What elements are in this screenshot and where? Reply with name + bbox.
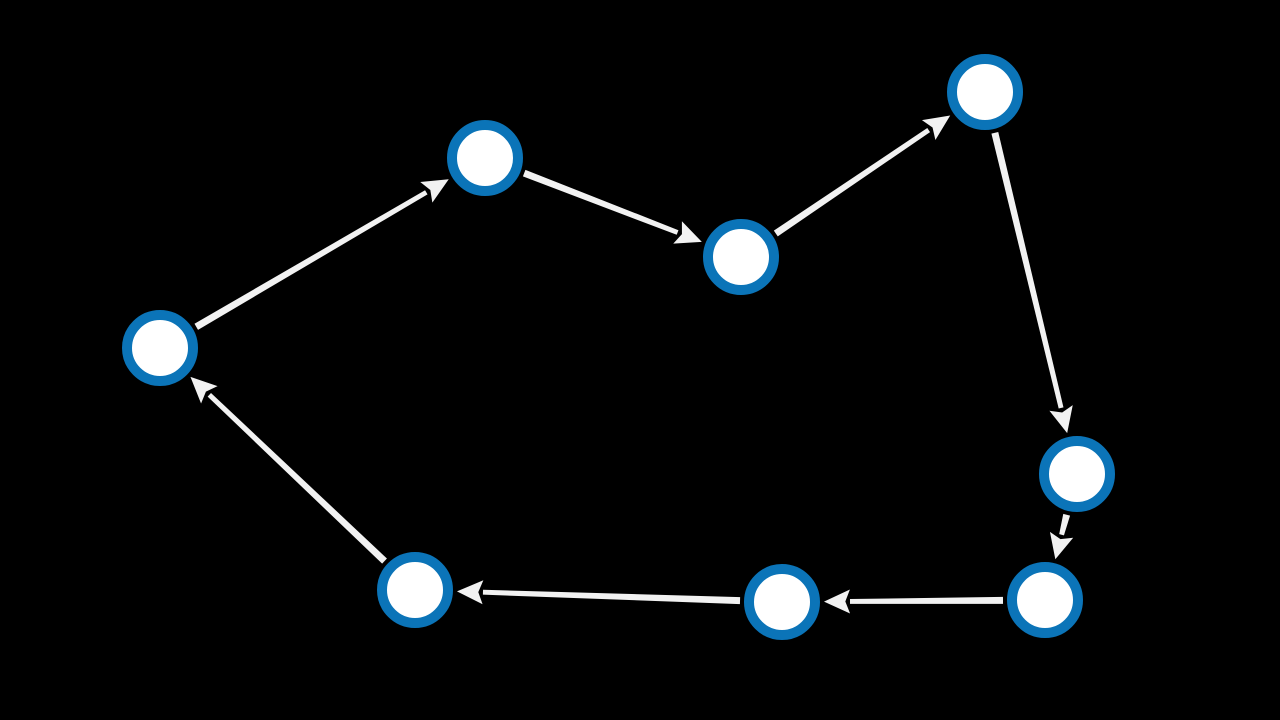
edge-shaft	[207, 393, 387, 564]
graph-edge[interactable]	[773, 115, 951, 237]
edge-shaft	[991, 132, 1064, 409]
graph-node[interactable]	[703, 219, 779, 295]
node-circle-icon	[447, 120, 523, 196]
graph-edge[interactable]	[190, 376, 387, 564]
arrowhead-icon	[1049, 405, 1073, 434]
node-circle-icon	[1007, 562, 1083, 638]
node-circle-icon	[947, 54, 1023, 130]
node-layer	[122, 54, 1115, 640]
node-circle-icon	[744, 564, 820, 640]
edge-shaft	[522, 169, 679, 235]
graph-node[interactable]	[122, 310, 198, 386]
arrowhead-icon	[673, 221, 702, 244]
graph-node[interactable]	[447, 120, 523, 196]
graph-edge[interactable]	[991, 132, 1073, 434]
graph-node[interactable]	[947, 54, 1023, 130]
edge-shaft	[1059, 513, 1071, 536]
graph-node[interactable]	[377, 552, 453, 628]
edge-shaft	[194, 190, 428, 330]
graph-node[interactable]	[744, 564, 820, 640]
edge-shaft	[482, 589, 741, 605]
graph-edge[interactable]	[456, 580, 741, 605]
arrowhead-icon	[1049, 531, 1074, 560]
arrowhead-icon	[190, 376, 218, 404]
arrowhead-icon	[420, 179, 449, 203]
arrowhead-icon	[823, 589, 851, 614]
graph-node[interactable]	[1039, 436, 1115, 512]
graph-node[interactable]	[1007, 562, 1083, 638]
node-circle-icon	[377, 552, 453, 628]
node-circle-icon	[1039, 436, 1115, 512]
edge-shaft	[773, 128, 931, 237]
graph-edge[interactable]	[1049, 513, 1074, 560]
arrowhead-icon	[456, 580, 484, 605]
graph-edge[interactable]	[194, 179, 449, 330]
graph-edge[interactable]	[823, 589, 1004, 614]
edge-shaft	[849, 596, 1004, 604]
graph-edge[interactable]	[522, 169, 702, 244]
node-circle-icon	[122, 310, 198, 386]
edge-layer	[190, 115, 1074, 614]
node-circle-icon	[703, 219, 779, 295]
arrowhead-icon	[921, 115, 951, 141]
